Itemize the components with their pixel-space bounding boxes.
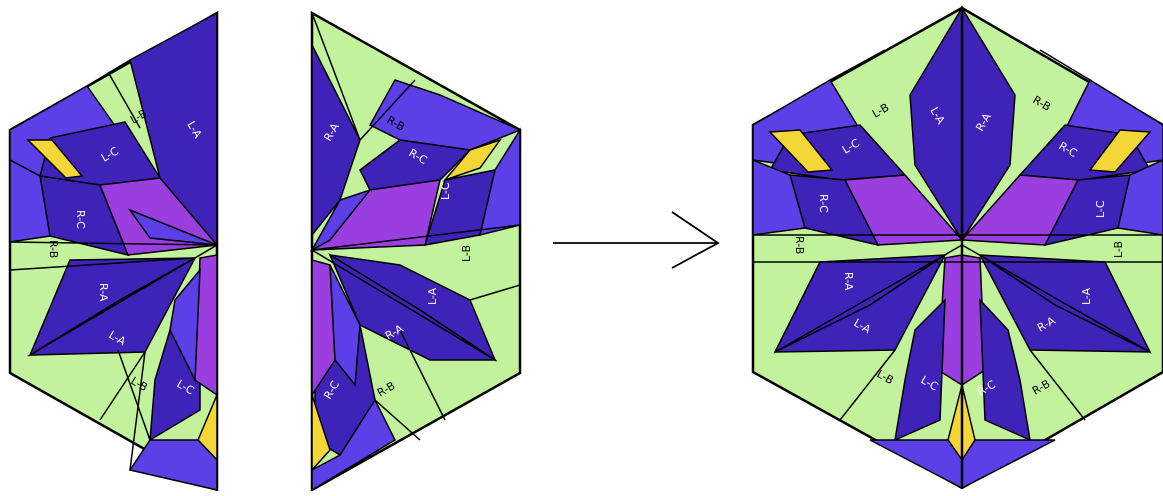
full-hexagon-block: L-B L-A R-A R-B L-C R-C R-C L-C R-B L-B … bbox=[753, 8, 1163, 488]
hex-label-ra-left: R-A bbox=[842, 272, 855, 291]
hex-label-lc-right: L-C bbox=[1094, 200, 1107, 218]
hex-label-rc-left: R-C bbox=[817, 194, 830, 213]
hex-label-rb-left: R-B bbox=[793, 236, 806, 254]
left-label-ra: R-A bbox=[97, 283, 110, 302]
left-label-rb: R-B bbox=[47, 240, 60, 258]
hex-label-la-right: L-A bbox=[1080, 287, 1093, 305]
right-label-lb: L-B bbox=[460, 245, 473, 262]
hex-label-lb-right: L-B bbox=[1112, 241, 1125, 258]
left-label-rc: R-C bbox=[74, 210, 87, 229]
right-arrow-icon bbox=[553, 212, 718, 268]
left-half-block: L-A L-B L-C R-C R-B R-A L-A L-B L-C bbox=[10, 13, 217, 490]
right-label-la: L-A bbox=[426, 287, 439, 305]
right-half-block: R-A R-B R-C L-C L-B L-A R-A R-C R-B bbox=[312, 13, 520, 490]
right-label-lc: L-C bbox=[439, 182, 452, 200]
